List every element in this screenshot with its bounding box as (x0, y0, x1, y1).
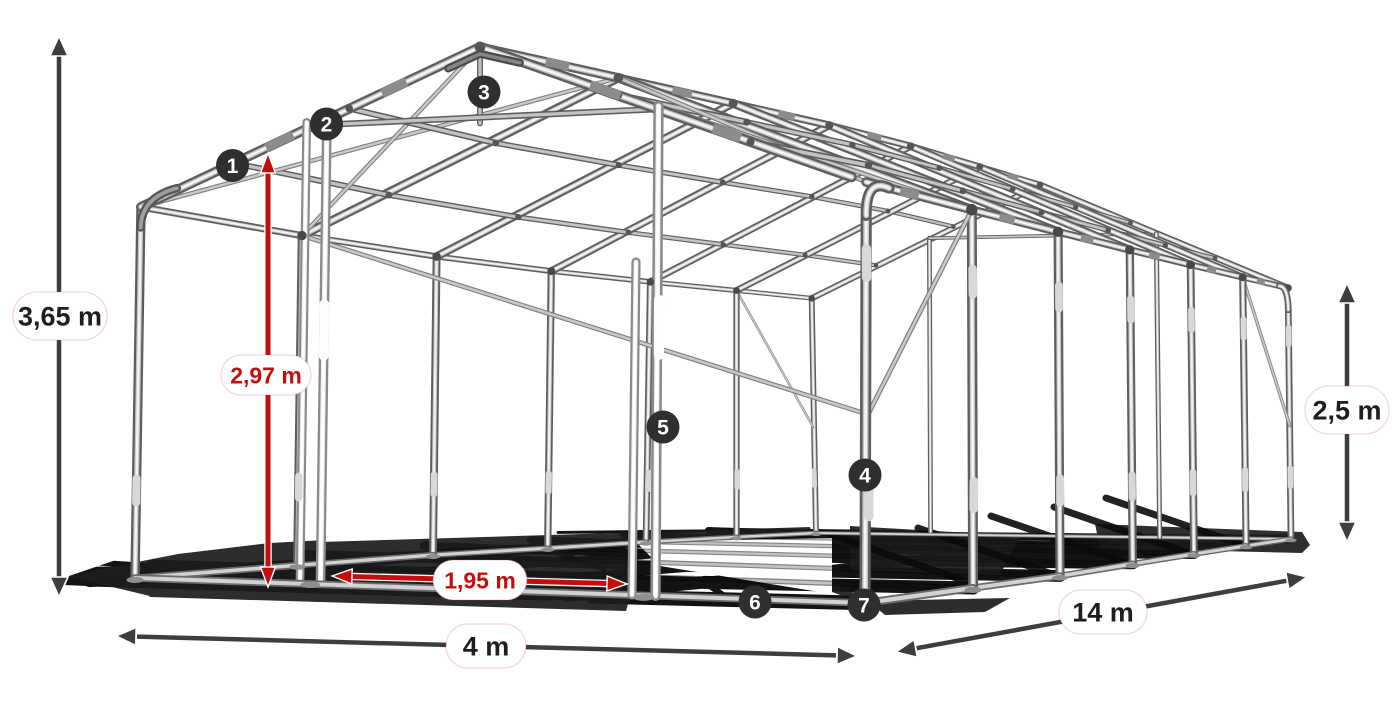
svg-text:4 m: 4 m (463, 632, 510, 662)
svg-text:1: 1 (227, 155, 239, 178)
svg-text:3,65 m: 3,65 m (18, 302, 102, 332)
svg-text:2: 2 (321, 114, 333, 137)
svg-text:6: 6 (749, 592, 761, 615)
svg-text:3: 3 (478, 82, 490, 105)
svg-text:2,5 m: 2,5 m (1312, 396, 1381, 426)
svg-text:1,95 m: 1,95 m (444, 567, 516, 593)
svg-text:2,97 m: 2,97 m (230, 362, 302, 388)
svg-text:5: 5 (657, 417, 669, 440)
svg-text:7: 7 (858, 595, 870, 618)
svg-text:4: 4 (859, 465, 871, 488)
svg-text:14 m: 14 m (1072, 598, 1134, 628)
